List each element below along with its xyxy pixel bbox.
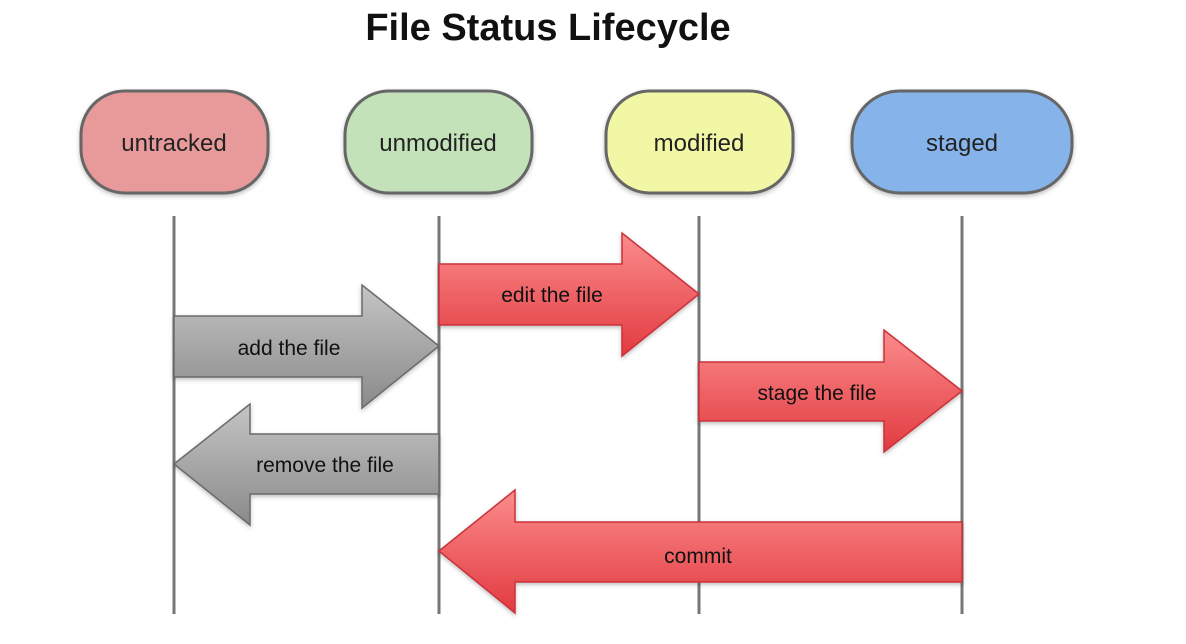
- arrow-stage-the-file: [698, 328, 964, 454]
- state-shape-unmodified: [343, 89, 534, 195]
- arrow-edit-the-file: [438, 231, 701, 358]
- arrow-add-the-file: [173, 283, 441, 410]
- arrow-label-edit-the-file: edit the file: [501, 284, 603, 307]
- arrow-commit: [437, 488, 963, 615]
- state-node-unmodified: unmodified: [343, 89, 534, 195]
- state-node-staged: staged: [850, 89, 1074, 195]
- transition-remove-the-file: remove the file: [172, 402, 440, 527]
- transition-commit: commit: [437, 488, 963, 615]
- state-label-unmodified: unmodified: [379, 130, 496, 157]
- state-label-staged: staged: [926, 130, 998, 157]
- transition-stage-the-file: stage the file: [698, 328, 964, 454]
- arrow-label-stage-the-file: stage the file: [757, 382, 876, 405]
- arrow-remove-the-file: [172, 402, 440, 527]
- state-shape-modified: [604, 89, 795, 195]
- transition-add-the-file: add the file: [173, 283, 441, 410]
- state-label-untracked: untracked: [121, 130, 226, 157]
- state-shape-untracked: [79, 89, 270, 195]
- state-node-modified: modified: [604, 89, 795, 195]
- transition-edit-the-file: edit the file: [438, 231, 701, 358]
- diagram-title: File Status Lifecycle: [365, 7, 730, 49]
- arrow-label-remove-the-file: remove the file: [256, 454, 394, 477]
- state-shape-staged: [850, 89, 1074, 195]
- arrow-label-commit: commit: [664, 545, 732, 568]
- state-node-untracked: untracked: [79, 89, 270, 195]
- arrow-label-add-the-file: add the file: [238, 337, 341, 360]
- state-label-modified: modified: [654, 130, 745, 157]
